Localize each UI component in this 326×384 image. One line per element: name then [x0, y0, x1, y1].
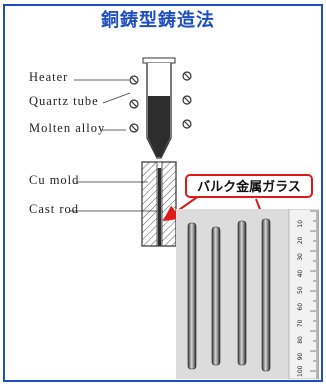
cu-mold — [141, 161, 177, 247]
heater-coils — [129, 71, 192, 133]
ruler: 10 20 30 40 50 60 70 80 90 100 — [288, 208, 320, 380]
leader-quartz-tube — [102, 92, 131, 104]
ruler-digit: 40 — [297, 270, 304, 278]
ruler-digit: 50 — [297, 286, 304, 294]
slide-title: 銅鋳型鋳造法 — [101, 10, 215, 31]
ruler-digit: 70 — [297, 319, 304, 327]
ruler-digit: 100 — [297, 365, 304, 377]
ruler-digit: 60 — [297, 303, 304, 311]
label-molten-alloy: Molten alloy — [29, 121, 106, 135]
quartz-tube — [142, 57, 176, 159]
label-heater: Heater — [29, 70, 69, 84]
ruler-digit: 90 — [297, 353, 304, 361]
ruler-digit: 30 — [297, 253, 304, 261]
ruler-digit: 80 — [297, 336, 304, 344]
ruler-digit: 10 — [297, 220, 304, 228]
ruler-digit: 20 — [297, 236, 304, 244]
bulk-metallic-glass-callout: バルク金属ガラス — [185, 174, 313, 198]
molten-alloy-fill — [148, 96, 170, 157]
cast-rods-photo-drawing: 10 20 30 40 50 60 70 80 90 100 — [176, 208, 320, 380]
label-cast-rod: Cast rod — [29, 202, 80, 216]
label-cu-mold: Cu mold — [29, 173, 80, 187]
cast-rods — [187, 218, 271, 372]
cast-rods-photo: 10 20 30 40 50 60 70 80 90 100 — [176, 208, 320, 380]
cast-rod-shape — [157, 168, 162, 246]
label-quartz-tube: Quartz tube — [29, 94, 99, 108]
